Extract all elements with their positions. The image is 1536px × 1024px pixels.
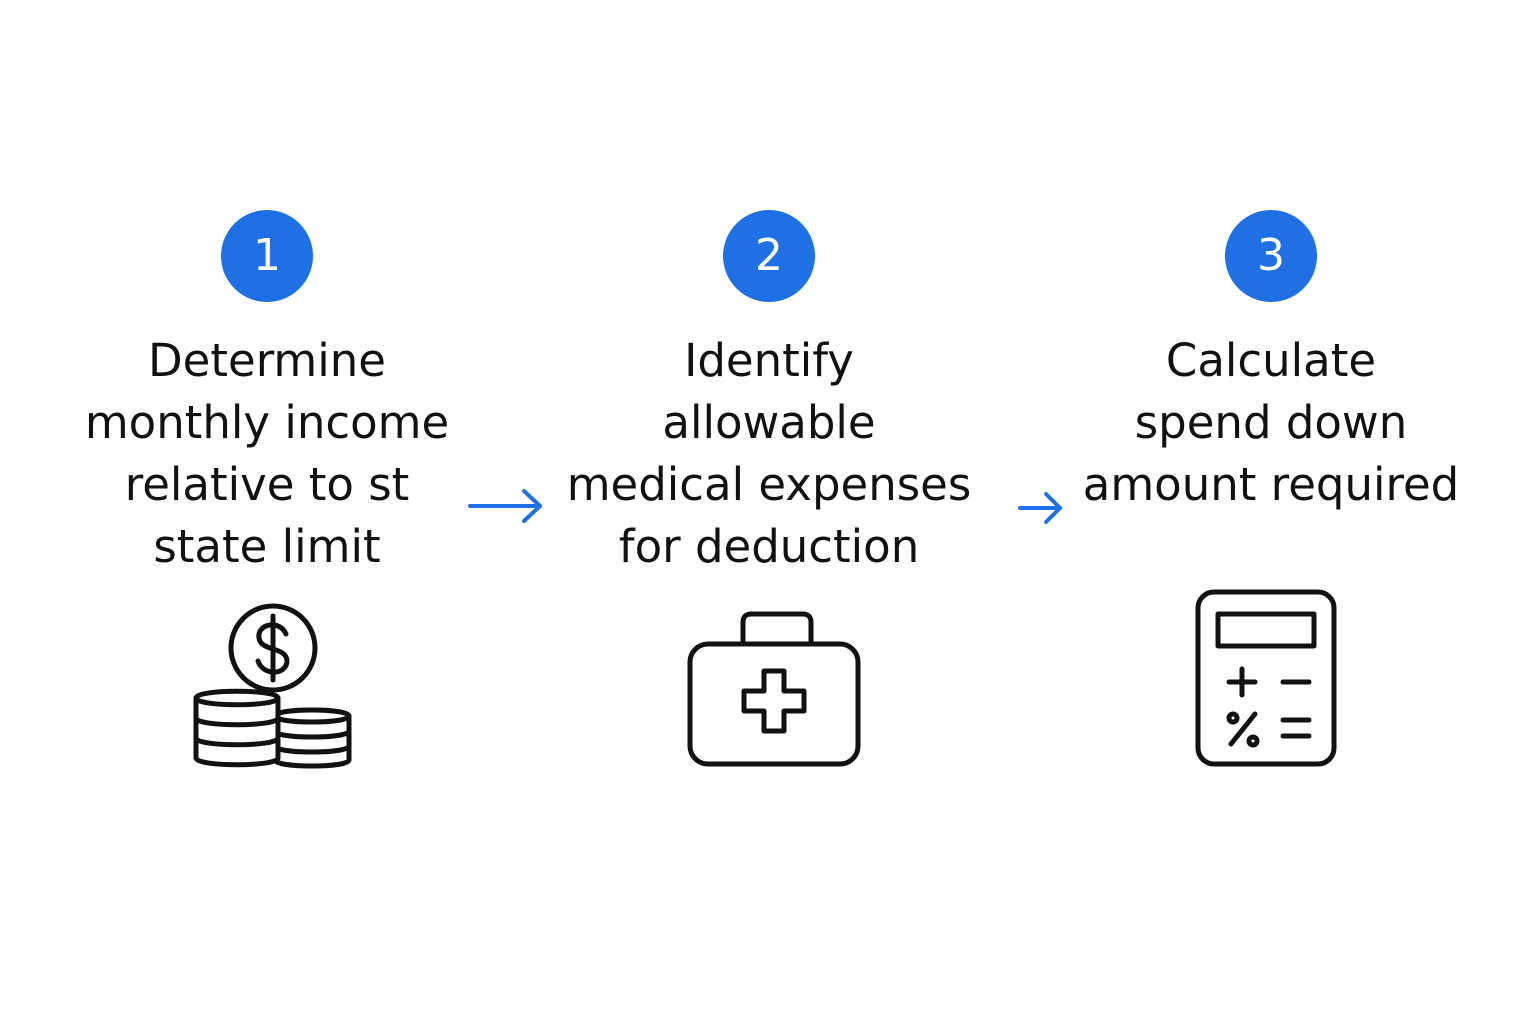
step-label-line: Identify: [684, 334, 854, 387]
step-number-badge: 1: [221, 210, 313, 302]
step-label-line: spend down: [1134, 396, 1408, 449]
step-number-badge: 2: [723, 210, 815, 302]
step-label-line: allowable: [662, 396, 876, 449]
step-number-badge: 3: [1225, 210, 1317, 302]
step-label-line: amount required: [1082, 458, 1460, 511]
arrow-right-icon: [1018, 492, 1062, 524]
step-label: Determine monthly income relative to st …: [27, 330, 507, 578]
step-label-line: for deduction: [618, 520, 920, 573]
arrow-right-icon: [468, 489, 542, 523]
step-1: 1 Determine monthly income relative to s…: [27, 0, 507, 1024]
coins-dollar-icon: [193, 603, 352, 769]
step-label-line: state limit: [153, 520, 381, 573]
step-3: 3 Calculate spend down amount required: [1031, 0, 1511, 1024]
step-label-line: Calculate: [1165, 334, 1377, 387]
step-label-line: relative to st: [124, 458, 410, 511]
step-label: Calculate spend down amount required: [1031, 330, 1511, 516]
medical-kit-icon: [687, 611, 861, 767]
calculator-icon: [1195, 589, 1337, 767]
step-label-line: medical expenses: [566, 458, 972, 511]
step-2: 2 Identify allowable medical expenses fo…: [529, 0, 1009, 1024]
step-label-line: monthly income: [84, 396, 450, 449]
step-label: Identify allowable medical expenses for …: [529, 330, 1009, 578]
step-label-line: Determine: [148, 334, 386, 387]
